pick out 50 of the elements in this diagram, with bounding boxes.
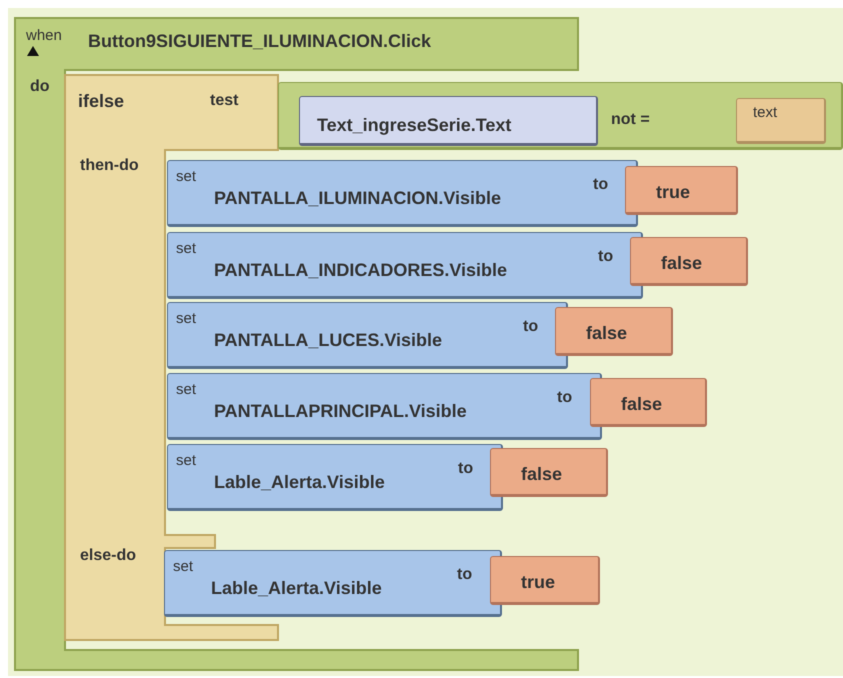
- value-text: false: [521, 465, 562, 485]
- compare-block: [278, 82, 843, 150]
- property-name: PANTALLA_LUCES.Visible: [214, 331, 442, 351]
- property-name: Text_ingreseSerie.Text: [317, 116, 512, 136]
- keyword-label: to: [523, 318, 538, 336]
- property-setter-block: [164, 550, 502, 617]
- property-setter-block: [167, 302, 568, 369]
- property-name: PANTALLA_ILUMINACION.Visible: [214, 189, 502, 209]
- property-name: PANTALLAPRINCIPAL.Visible: [214, 402, 467, 422]
- boolean-value-block: [590, 378, 707, 427]
- property-setter-block: [167, 232, 643, 299]
- keyword-label: else-do: [80, 547, 136, 565]
- keyword-label: to: [593, 176, 608, 194]
- keyword-label: do: [30, 78, 50, 96]
- value-text: true: [521, 573, 556, 593]
- keyword-label: set: [176, 311, 196, 328]
- block-title: Button9SIGUIENTE_ILUMINACION.Click: [88, 32, 432, 52]
- value-text: false: [661, 254, 702, 274]
- boolean-value-block: [630, 237, 748, 286]
- event-block: [15, 18, 578, 670]
- value-text: false: [586, 324, 628, 344]
- keyword-label: to: [598, 248, 614, 266]
- keyword-label: test: [210, 92, 238, 110]
- keyword-label: to: [458, 460, 474, 478]
- property-name: Lable_Alerta.Visible: [211, 579, 382, 599]
- boolean-value-block: [625, 166, 738, 215]
- value-text: true: [656, 183, 690, 203]
- boolean-value-block: [555, 307, 673, 356]
- keyword-label: set: [176, 241, 196, 258]
- keyword-label: set: [173, 559, 194, 576]
- value-text: false: [621, 395, 662, 415]
- keyword-label: not =: [611, 111, 650, 129]
- keyword-label: text: [753, 105, 778, 122]
- keyword-label: to: [457, 566, 472, 584]
- property-setter-block: [167, 444, 503, 511]
- text-value-block: [736, 98, 826, 144]
- keyword-label: then-do: [80, 157, 139, 175]
- property-name: PANTALLA_INDICADORES.Visible: [214, 261, 508, 281]
- keyword-label: to: [557, 389, 572, 407]
- keyword-label: when: [26, 28, 62, 44]
- block-title: ifelse: [78, 92, 124, 112]
- boolean-value-block: [490, 556, 600, 605]
- keyword-label: set: [176, 169, 196, 186]
- property-setter-block: [167, 160, 638, 227]
- property-name: Lable_Alerta.Visible: [214, 473, 385, 493]
- keyword-label: set: [176, 453, 196, 470]
- property-setter-block: [167, 373, 602, 440]
- keyword-label: set: [176, 382, 196, 398]
- boolean-value-block: [490, 448, 608, 497]
- property-getter-block: [299, 96, 598, 146]
